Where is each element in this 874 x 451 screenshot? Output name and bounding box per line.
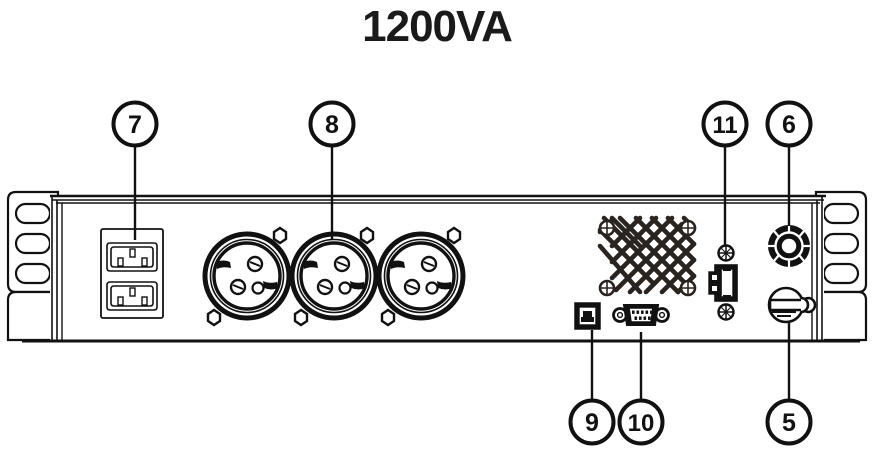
callout-6[interactable]: 6 (765, 100, 813, 148)
usb-port[interactable] (574, 302, 601, 330)
callout-9[interactable]: 9 (568, 398, 616, 446)
callout-label: 11 (712, 112, 737, 139)
rack-ear-right (814, 190, 868, 342)
power-switch[interactable] (767, 286, 817, 324)
callout-leaders (133, 146, 791, 400)
vent-screw (598, 219, 697, 297)
circuit-breaker[interactable] (768, 225, 810, 267)
callout-label: 10 (628, 410, 655, 437)
callout-label: 6 (782, 111, 796, 139)
callout-label: 8 (325, 111, 339, 139)
callout-11[interactable]: 11 (701, 100, 749, 148)
vent-grille (597, 215, 697, 297)
terminal-block[interactable] (708, 244, 738, 321)
schuko-outlets[interactable] (202, 226, 466, 327)
callout-label: 7 (128, 111, 142, 139)
iec-socket-lower[interactable] (106, 281, 158, 311)
callout-8[interactable]: 8 (308, 100, 356, 148)
callout-10[interactable]: 10 (617, 398, 665, 446)
callout-7[interactable]: 7 (111, 100, 159, 148)
callout-label: 9 (585, 409, 599, 437)
serial-port[interactable] (612, 304, 670, 326)
schuko-socket[interactable] (376, 226, 466, 327)
page-title: 1200VA (362, 2, 513, 51)
terminal-screw-bottom (717, 303, 735, 321)
callout-5[interactable]: 5 (765, 398, 813, 446)
iec-socket-upper[interactable] (106, 242, 158, 272)
terminal-screw-top (717, 244, 735, 262)
schuko-socket[interactable] (289, 226, 379, 327)
callout-label: 5 (782, 409, 796, 437)
schuko-socket[interactable] (202, 226, 292, 327)
iec-outlets[interactable] (100, 228, 164, 319)
